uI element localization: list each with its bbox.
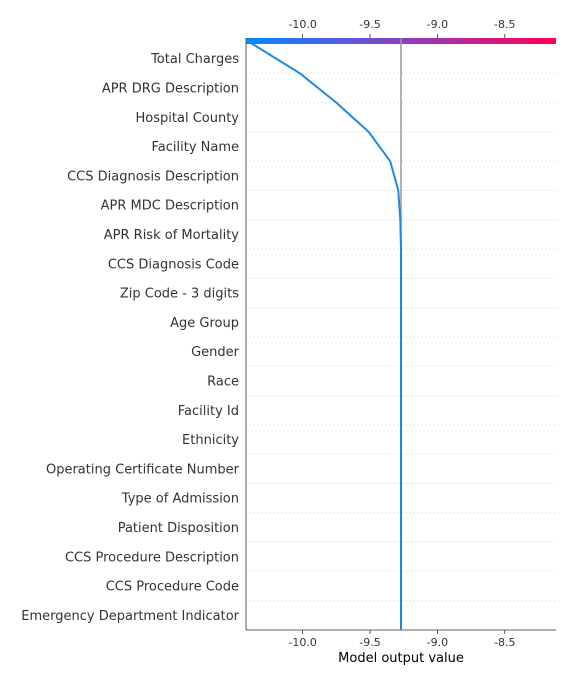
feature-label: Emergency Department Indicator	[21, 609, 239, 624]
top-tick-label: -9.5	[359, 18, 380, 31]
feature-label: CCS Diagnosis Description	[67, 169, 239, 184]
feature-label: Operating Certificate Number	[46, 462, 240, 477]
feature-label: CCS Procedure Description	[65, 550, 239, 565]
feature-label: Race	[207, 374, 239, 389]
feature-label: APR DRG Description	[102, 81, 239, 96]
x-axis-title: Model output value	[338, 651, 464, 666]
decision-path-line	[245, 39, 402, 630]
top-tick-label: -10.0	[288, 18, 316, 31]
bottom-tick-label: -9.5	[359, 636, 380, 649]
feature-label: CCS Procedure Code	[106, 580, 239, 595]
bottom-tick-label: -10.0	[288, 636, 316, 649]
bottom-tick-label: -8.5	[494, 636, 515, 649]
feature-label: Hospital County	[136, 111, 240, 126]
bottom-tick-label: -9.0	[427, 636, 448, 649]
feature-label: Zip Code - 3 digits	[120, 287, 239, 302]
feature-label: Age Group	[170, 316, 239, 331]
feature-label: APR MDC Description	[101, 199, 239, 214]
feature-label: Type of Admission	[121, 492, 239, 507]
feature-label: Facility Name	[151, 140, 239, 155]
feature-label: Gender	[191, 345, 240, 360]
feature-label: CCS Diagnosis Code	[108, 257, 239, 272]
top-tick-label: -9.0	[427, 18, 448, 31]
feature-label: APR Risk of Mortality	[104, 228, 240, 243]
top-tick-label: -8.5	[494, 18, 515, 31]
feature-label: Facility Id	[178, 404, 239, 419]
feature-label: Ethnicity	[182, 433, 239, 448]
feature-label: Patient Disposition	[118, 521, 239, 536]
feature-label: Total Charges	[150, 52, 239, 67]
